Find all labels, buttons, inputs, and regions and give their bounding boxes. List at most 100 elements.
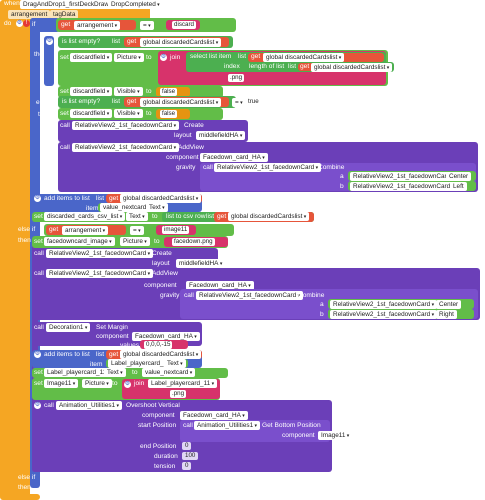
rv-component[interactable]: RelativeView2_1st_facedownCard [72, 143, 180, 152]
discarded-list-var[interactable]: global discardedCardslist [228, 212, 310, 221]
rv-component[interactable]: RelativeView2_1st_facedownCard [330, 300, 438, 309]
margin-values-string[interactable]: 0,0,0,-15 [144, 341, 173, 349]
add-items-label: add items to list [44, 195, 90, 202]
picture-property[interactable]: Picture [120, 237, 150, 246]
text-property[interactable]: Text [164, 359, 186, 368]
middlefield-value[interactable]: middlefieldHA [196, 131, 246, 140]
label-playercard-component[interactable]: Label_playercard_11 [44, 368, 114, 377]
text-property[interactable]: Text [146, 203, 168, 212]
center-value[interactable]: Center [436, 300, 462, 309]
png-string[interactable]: .png [228, 74, 245, 82]
decoration-component[interactable]: Decoration1 [46, 323, 91, 332]
to-label: to [146, 110, 152, 117]
middlefield-value[interactable]: middlefieldHA [176, 259, 226, 268]
rv-component[interactable]: RelativeView2_1st_facedownCard [46, 269, 154, 278]
rv-component[interactable]: RelativeView2_1st_facedownCard [330, 310, 438, 319]
discarded-list-var[interactable]: global discardedCardslist [263, 53, 345, 62]
addview-label: AddView [152, 270, 178, 277]
csv-component[interactable]: discarded_cards_csv_list [44, 212, 126, 221]
inner-if-block[interactable] [44, 36, 54, 86]
rv-component[interactable]: RelativeView2_1st_facedownCard [214, 163, 322, 172]
animation-component[interactable]: Animation_Utilities1 [56, 401, 123, 410]
gear-icon[interactable]: ⚙ [34, 351, 41, 358]
discarded-list-var[interactable]: global discardedCardslist [140, 38, 222, 47]
rv-component[interactable]: RelativeView2_1st_facedownCard [350, 172, 458, 181]
duration-value[interactable]: 100 [182, 452, 199, 460]
false-value[interactable]: false [160, 110, 178, 118]
event-name-dropdown[interactable]: DropCompleted [108, 0, 163, 9]
facedowncard-image-component[interactable]: facedowncard_image [44, 237, 115, 246]
gear-icon[interactable]: ⚙ [34, 402, 41, 409]
component-label: component [166, 154, 199, 161]
param-arrangement[interactable]: arrangement [8, 10, 51, 19]
center-value[interactable]: Center [446, 172, 472, 181]
true-value[interactable]: true [246, 98, 261, 106]
param-tagdata[interactable]: tagData [50, 10, 79, 19]
get-label: get [217, 213, 227, 220]
discard-string[interactable]: discard [172, 21, 196, 29]
eq-operator[interactable]: = [232, 98, 246, 107]
tension-value[interactable]: 0 [182, 462, 192, 470]
length-of-list-label: length of list [249, 63, 285, 70]
a-label: a [320, 301, 324, 308]
visible-property[interactable]: Visible [114, 109, 143, 118]
gear-icon[interactable]: ⚙ [46, 38, 53, 45]
list-label: list [288, 63, 297, 70]
rv-component[interactable]: RelativeView2_1st_facedownCard [350, 182, 458, 191]
if-label: if [32, 21, 36, 28]
get-label: get [127, 98, 137, 105]
discarded-list-var[interactable]: global discardedCardslist [120, 194, 202, 203]
discardfield-component[interactable]: discardfield [70, 53, 113, 62]
eq-operator[interactable]: = [130, 226, 144, 235]
value-nextcard-component[interactable]: value_nextcard [100, 203, 154, 212]
rv-component[interactable]: RelativeView2_1st_facedownCard [46, 249, 154, 258]
discardfield-component[interactable]: discardfield [70, 109, 113, 118]
discarded-list-var[interactable]: global discardedCardslist [140, 98, 222, 107]
facedown-card-ha-value[interactable]: Facedown_card_HA [180, 411, 248, 420]
arrangement-var[interactable]: arrangement [62, 226, 109, 235]
eq-operator[interactable]: = [140, 21, 154, 30]
right-value[interactable]: Right [436, 310, 457, 319]
animation-component[interactable]: Animation_Utilities1 [194, 421, 261, 430]
component-label: component [96, 333, 129, 340]
label-playercard-component[interactable]: Label_playercard_11 [148, 379, 218, 388]
event-component-dropdown[interactable]: DragAndDrop1_firstDeckDraw [20, 0, 116, 9]
visible-property[interactable]: Visible [114, 87, 143, 96]
gear-icon[interactable]: ⚙ [16, 20, 23, 27]
left-value[interactable]: Left [450, 182, 467, 191]
discarded-list-var[interactable]: global discardedCardslist [311, 63, 393, 72]
end-position-value[interactable]: 0 [182, 442, 192, 450]
value-nextcard-component[interactable]: value_nextcard [142, 368, 196, 377]
rv-component[interactable]: RelativeView2_1st_facedownCard [72, 121, 180, 130]
item-label: item [86, 205, 99, 212]
list-label: list [206, 213, 215, 220]
then-label: then [18, 237, 31, 244]
png-string[interactable]: .png [170, 390, 187, 398]
call-label: call [184, 292, 194, 299]
image11-string[interactable]: image11 [162, 226, 190, 234]
discarded-list-var[interactable]: global discardedCardslist [120, 350, 202, 359]
image11-component[interactable]: Image11 [44, 379, 79, 388]
gear-icon[interactable]: ⚙ [160, 54, 167, 61]
facedown-card-ha-value[interactable]: Facedown_card_HA [186, 281, 254, 290]
false-value[interactable]: false [160, 88, 178, 96]
gear-icon[interactable]: ⚙ [34, 195, 41, 202]
discardfield-component[interactable]: discardfield [70, 87, 113, 96]
picture-property[interactable]: Picture [82, 379, 112, 388]
get-label: get [127, 38, 137, 45]
facedown-card-ha-value[interactable]: Facedown_card_HA [132, 332, 200, 341]
arrangement-var[interactable]: arrangement [74, 21, 121, 30]
label-playercard-component[interactable]: Label_playercard_11 [108, 359, 178, 368]
gear-icon[interactable]: ⚙ [124, 381, 131, 388]
else-if-label: else if [18, 474, 36, 481]
facedown-png-string[interactable]: facedown.png [172, 238, 215, 246]
set-label: set [60, 110, 69, 117]
facedown-card-ha-value[interactable]: Facedown_card_HA [200, 153, 268, 162]
to-label: to [146, 88, 152, 95]
text-property[interactable]: Text [104, 368, 126, 377]
picture-property[interactable]: Picture [114, 53, 144, 62]
image11-component[interactable]: Image11 [318, 431, 353, 440]
rv-component[interactable]: RelativeView2_1st_facedownCard [196, 291, 304, 300]
text-property[interactable]: Text [126, 212, 148, 221]
set-label-text-block[interactable] [32, 368, 228, 378]
